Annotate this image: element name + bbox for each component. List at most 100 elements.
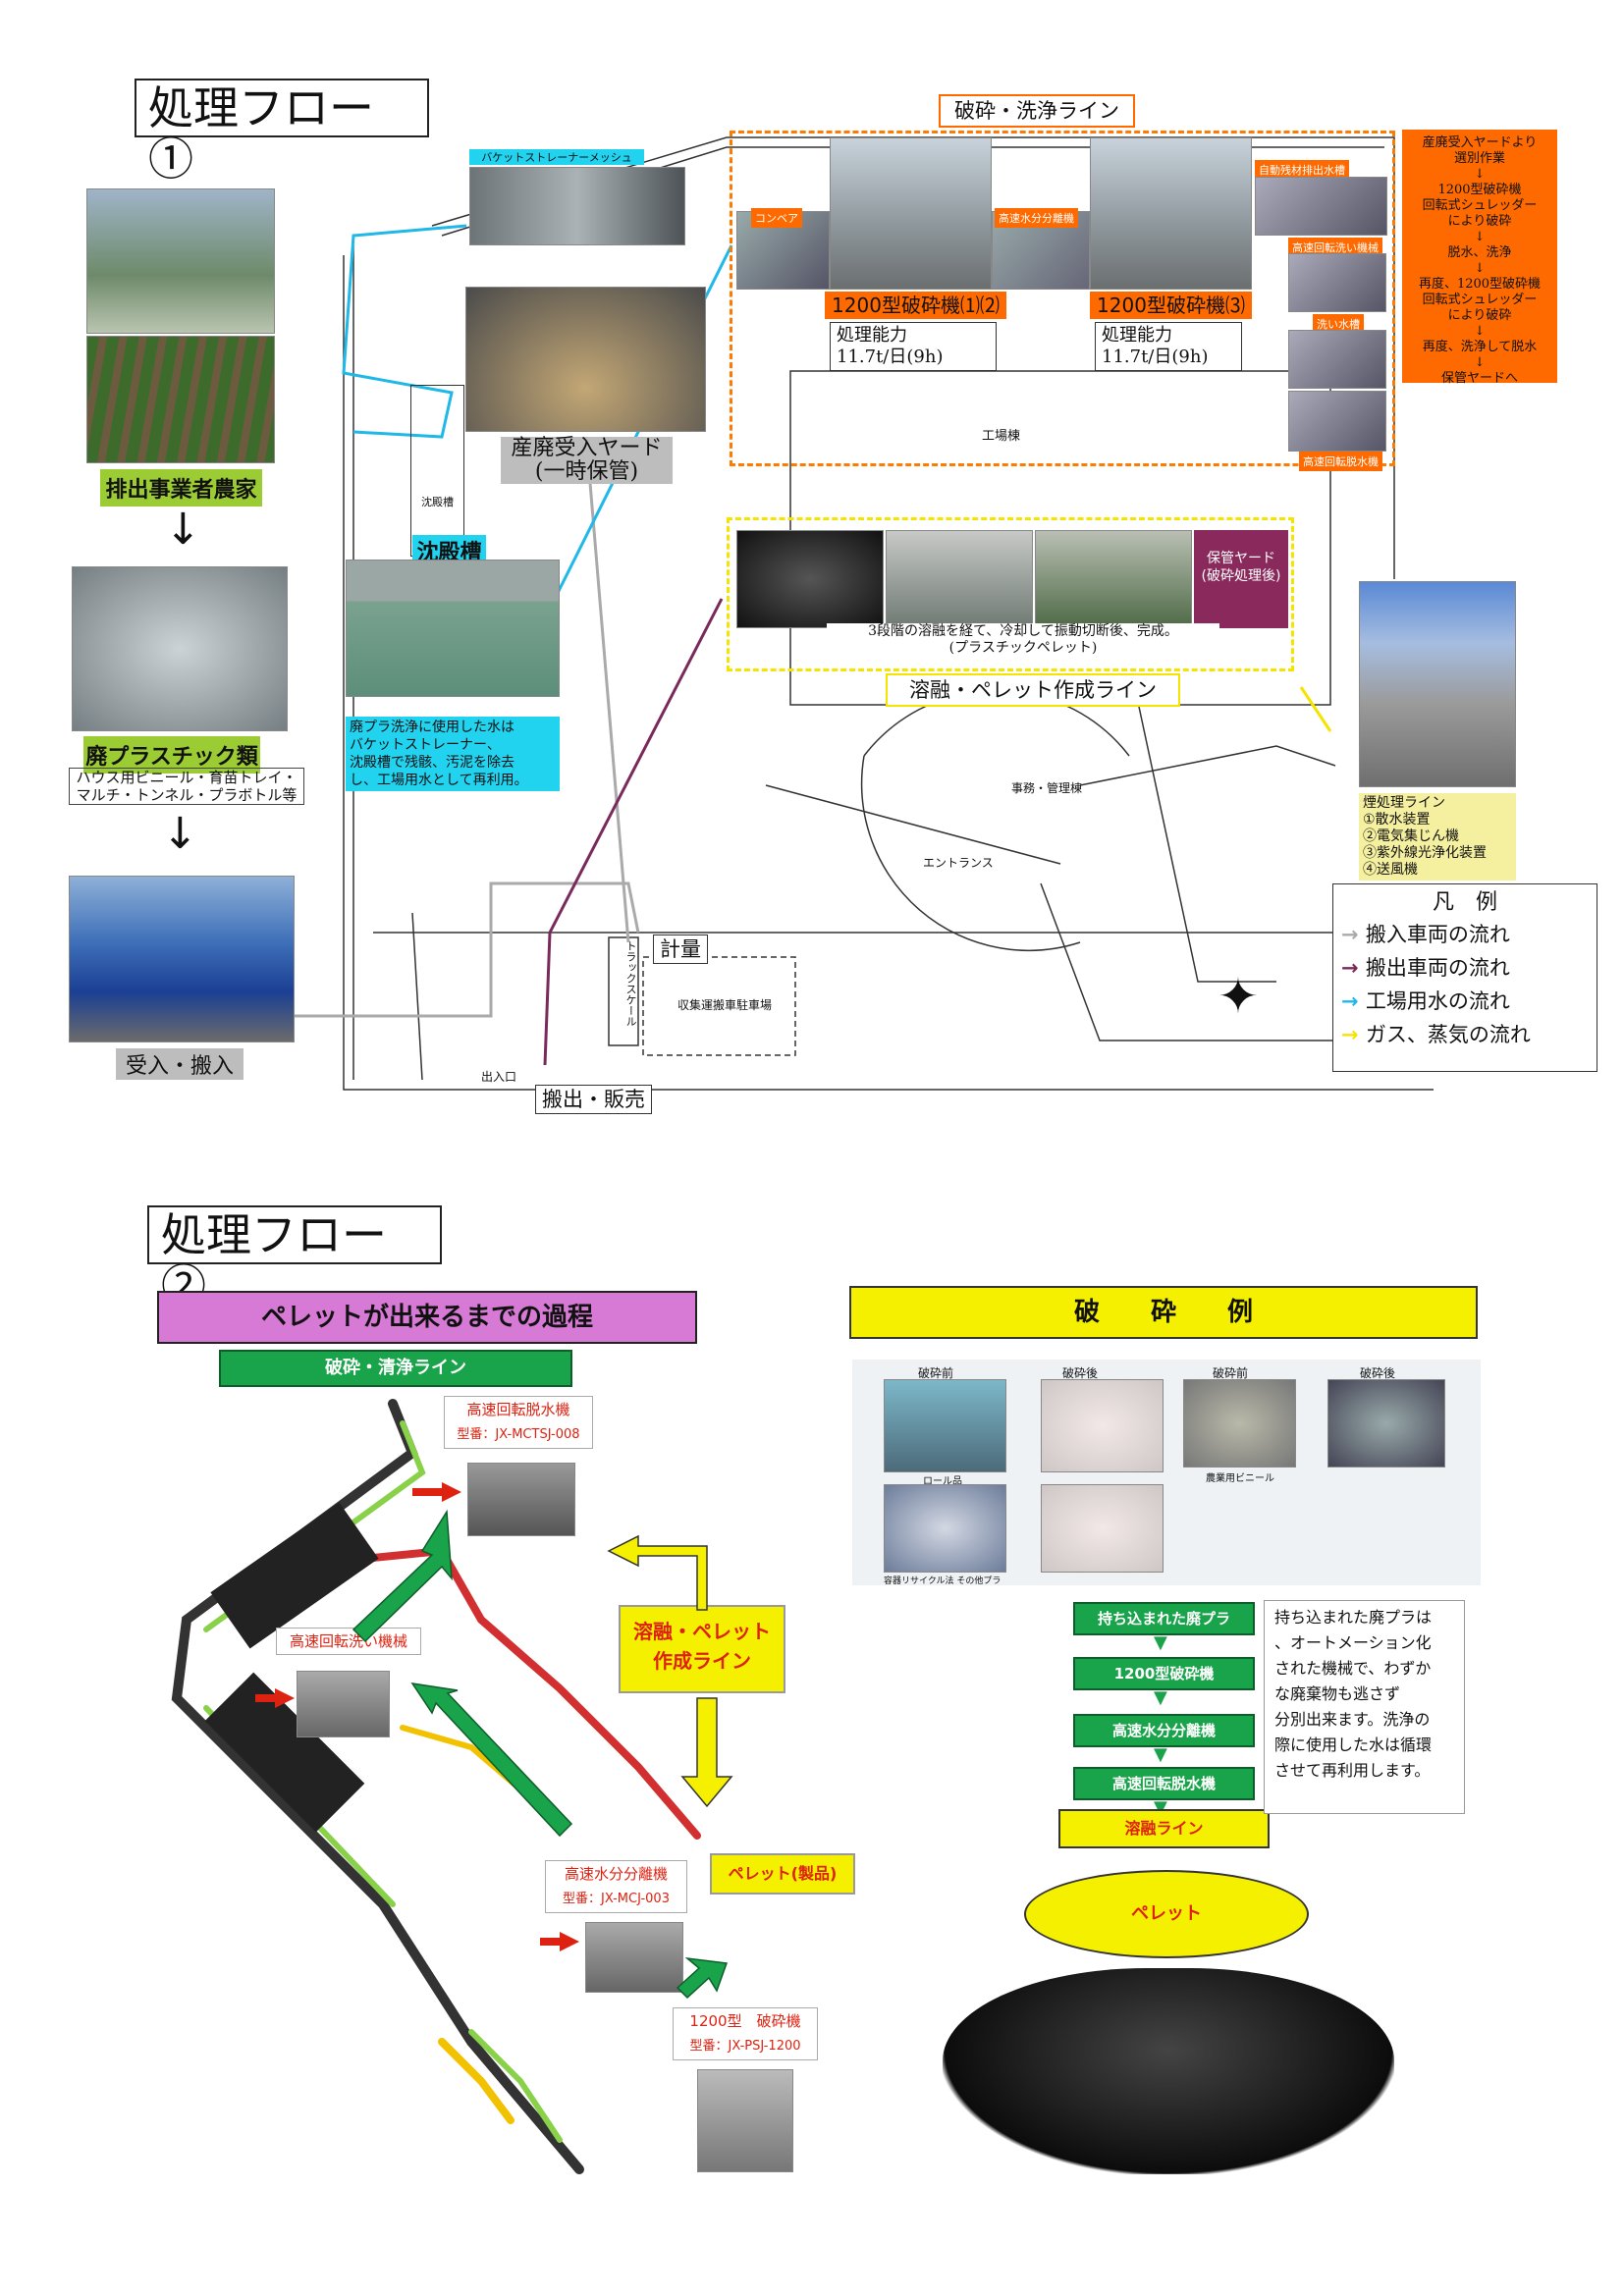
receiving-label: 受入・搬入: [116, 1048, 244, 1080]
legend-label: ガス、蒸気の流れ: [1365, 1023, 1531, 1046]
crusher3-photo: [1090, 137, 1252, 290]
pellet-pile-photo-2: [943, 1968, 1394, 2174]
down-arrow-2: ↓: [162, 809, 198, 859]
legend-item: → 搬出車両の流れ: [1341, 951, 1589, 985]
waste-plastic-desc: ハウス用ビニール・育苗トレイ・ マルチ・トンネル・プラボトル等: [69, 768, 304, 805]
before2-label: 破砕前: [1213, 1366, 1249, 1380]
flow2-arrows: [255, 1482, 733, 2000]
sediment-tank-map-label: 沈殿槽: [421, 496, 454, 508]
capacity-12-label: 処理能力: [837, 325, 907, 346]
capacity-3-label: 処理能力: [1102, 325, 1172, 346]
flow1-title: 処理フロー①: [135, 79, 429, 185]
rotary-wash-label: 高速回転洗い機械: [1288, 238, 1382, 257]
sediment-desc: 廃プラ洗浄に使用した水は バケットストレーナー、 沈殿槽で残骸、汚泥を除去 し、…: [346, 717, 560, 791]
wash-tank-label: 洗い水槽: [1313, 314, 1364, 334]
flow-step: 1200型破砕機: [1073, 1657, 1255, 1690]
after1-label: 破砕後: [1062, 1366, 1099, 1380]
dewater-label: 高速回転脱水機: [1299, 452, 1382, 471]
field-photo: [86, 336, 275, 463]
compass-icon: ✦: [1218, 968, 1259, 1025]
crush-example-banner: 破 砕 例: [849, 1286, 1478, 1339]
factory-label: 工場棟: [982, 429, 1021, 444]
yard-photo: [465, 287, 706, 432]
entrance-label: エントランス: [923, 856, 994, 870]
roll-label: ロール品: [923, 1476, 962, 1487]
legend-arrow-icon: →: [1341, 956, 1366, 980]
crusher-photo-2: [697, 2069, 793, 2172]
container-label: 容器リサイクル法 その他プラ: [884, 1576, 1001, 1586]
before1-photo: [884, 1379, 1006, 1472]
legend-item: → ガス、蒸気の流れ: [1341, 1018, 1589, 1051]
truck-scale: トラックスケール: [624, 940, 637, 1027]
legend-label: 搬出車両の流れ: [1365, 956, 1510, 980]
truck-photo: [69, 876, 295, 1042]
legend-title: 凡 例: [1432, 890, 1497, 915]
greenhouse-photo: [86, 188, 275, 334]
separator-name: 高速水分分離機: [564, 1865, 668, 1883]
legend-list: → 搬入車両の流れ→ 搬出車両の流れ→ 工場用水の流れ→ ガス、蒸気の流れ: [1341, 918, 1589, 1051]
separator-photo-2: [585, 1922, 683, 1993]
wash-tank-photo: [1288, 330, 1386, 389]
crusher-name: 1200型 破砕機: [689, 2012, 801, 2030]
melt-step: 溶融ライン: [1058, 1809, 1270, 1848]
crusher-model: 型番：JX-PSJ-1200: [689, 2039, 801, 2054]
after3-photo: [1041, 1484, 1164, 1573]
melt-machine-photo-1: [886, 530, 1033, 628]
step-arrow-icon: ▼: [1154, 1687, 1167, 1708]
bucket-strainer-label: バケットストレーナーメッシュ: [469, 149, 644, 165]
separator-tag: 高速水分分離機 型番：JX-MCJ-003: [545, 1860, 687, 1913]
after2-label: 破砕後: [1360, 1366, 1396, 1380]
rotary-wash-photo: [1288, 253, 1386, 312]
sediment-tank-map: 沈殿槽: [410, 385, 464, 557]
crush-clean-line: 破砕・清浄ライン: [219, 1350, 572, 1387]
sediment-tank-photo: [346, 560, 560, 697]
capacity-12: 処理能力 11.7t/日(9h): [830, 322, 997, 371]
melt-machine-photo-2: [1035, 530, 1192, 628]
separator-model: 型番：JX-MCJ-003: [563, 1892, 670, 1906]
smoke-photo: [1359, 581, 1516, 787]
pellet-pile-photo: [736, 530, 884, 628]
pellet-ellipse: ペレット: [1024, 1870, 1309, 1958]
weighing-label: 計量: [653, 934, 708, 964]
auto-drain-label: 自動残材排出水槽: [1255, 160, 1349, 180]
conveyor-label: コンベア: [751, 208, 802, 228]
storage-yard: 保管ヤード (破砕処理後): [1194, 530, 1288, 628]
after2-photo: [1327, 1379, 1445, 1468]
agri-vinyl-label: 農業用ビニール: [1206, 1473, 1274, 1484]
shipping-label: 搬出・販売: [535, 1085, 652, 1114]
flow-note: 持ち込まれた廃プラは 、オートメーション化 された機械で、わずか な廃棄物も逃さ…: [1264, 1600, 1465, 1814]
crush-line-box: [730, 131, 1395, 466]
parking-label: 収集運搬車駐車場: [677, 998, 773, 1012]
waste-plastic-photo: [72, 566, 288, 731]
bucket-strainer-photo: [469, 167, 685, 245]
legend-arrow-icon: →: [1341, 923, 1366, 946]
smoke-line: 煙処理ライン ①散水装置 ②電気集じん機 ③紫外線光浄化装置 ④送風機: [1359, 793, 1516, 881]
office-label: 事務・管理棟: [1011, 781, 1083, 795]
separator-label: 高速水分分離機: [995, 208, 1078, 228]
waste-plastic-label: 廃プラスチック類: [83, 736, 260, 774]
legend-label: 搬入車両の流れ: [1365, 923, 1510, 946]
before2-photo: [1183, 1379, 1296, 1468]
step-arrow-icon: ▼: [1154, 1632, 1167, 1653]
melt-line-tag: 溶融・ペレット 作成ライン: [619, 1605, 785, 1693]
process-steps: 産廃受入ヤードより 選別作業 ↓ 1200型破砕機 回転式シュレッダー により破…: [1402, 130, 1557, 386]
step-arrow-icon: ▼: [1154, 1744, 1167, 1765]
legend-arrow-icon: →: [1341, 989, 1366, 1013]
dewater-photo: [1288, 391, 1386, 452]
dewater-name: 高速回転脱水機: [466, 1401, 570, 1418]
dewater-tag: 高速回転脱水機 型番：JX-MCTSJ-008: [444, 1396, 593, 1449]
crusher-tag: 1200型 破砕機 型番：JX-PSJ-1200: [673, 2007, 818, 2060]
dewater-photo-2: [467, 1463, 575, 1536]
melt-line-title: 溶融・ペレット作成ライン: [886, 673, 1180, 707]
farmers-label: 排出事業者農家: [100, 469, 262, 507]
flow-step: 持ち込まれた廃プラ: [1073, 1602, 1255, 1635]
crusher12-label: 1200型破砕機⑴⑵: [825, 292, 1006, 319]
after1-photo: [1041, 1379, 1164, 1472]
flow2-title: 処理フロー②: [147, 1205, 442, 1311]
rotary-wash-tag: 高速回転洗い機械: [276, 1628, 421, 1655]
pellet-product-tag: ペレット(製品): [710, 1853, 855, 1895]
before1-label: 破砕前: [918, 1366, 954, 1380]
pellet-desc: 3段階の溶融を経て、冷却して振動切断後、完成。 (プラスチックペレット): [827, 623, 1219, 657]
crusher12-photo: [830, 137, 992, 290]
legend-item: → 搬入車両の流れ: [1341, 918, 1589, 951]
